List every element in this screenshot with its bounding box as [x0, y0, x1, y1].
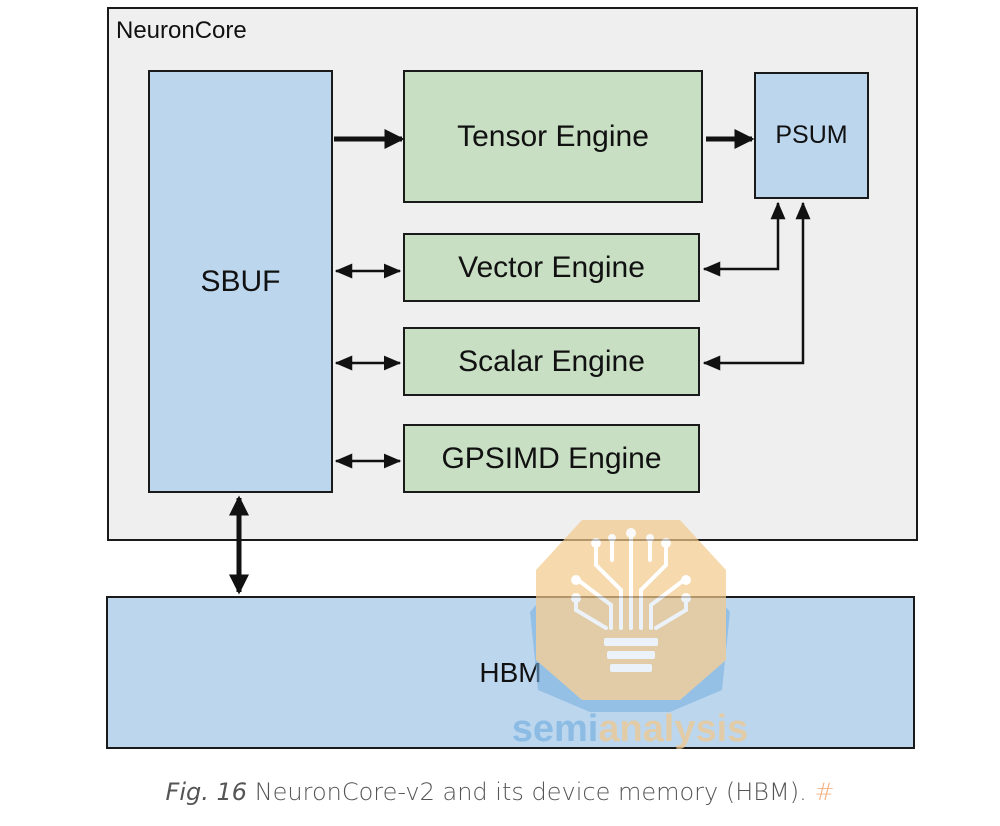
sbuf-label: SBUF	[200, 264, 281, 298]
hbm-label: HBM	[479, 656, 542, 688]
hbm-block: HBM	[106, 596, 915, 749]
caption-figure-number: Fig. 16	[165, 778, 248, 806]
caption-text: NeuronCore-v2 and its device memory (HBM…	[254, 778, 807, 806]
scalar-engine-block: Scalar Engine	[403, 327, 700, 396]
neuroncore-label: NeuronCore	[116, 17, 247, 44]
tensor-engine-block: Tensor Engine	[403, 70, 703, 203]
vector-engine-label: Vector Engine	[458, 250, 645, 284]
gpsimd-engine-label: GPSIMD Engine	[441, 441, 662, 475]
scalar-engine-label: Scalar Engine	[458, 344, 645, 378]
figure-caption: Fig. 16 NeuronCore-v2 and its device mem…	[0, 778, 1000, 806]
psum-block: PSUM	[754, 72, 869, 199]
caption-anchor-link[interactable]: #	[814, 778, 835, 806]
sbuf-block: SBUF	[148, 70, 333, 493]
tensor-engine-label: Tensor Engine	[457, 119, 649, 153]
gpsimd-engine-block: GPSIMD Engine	[403, 424, 700, 493]
psum-label: PSUM	[775, 121, 848, 149]
vector-engine-block: Vector Engine	[403, 233, 700, 302]
